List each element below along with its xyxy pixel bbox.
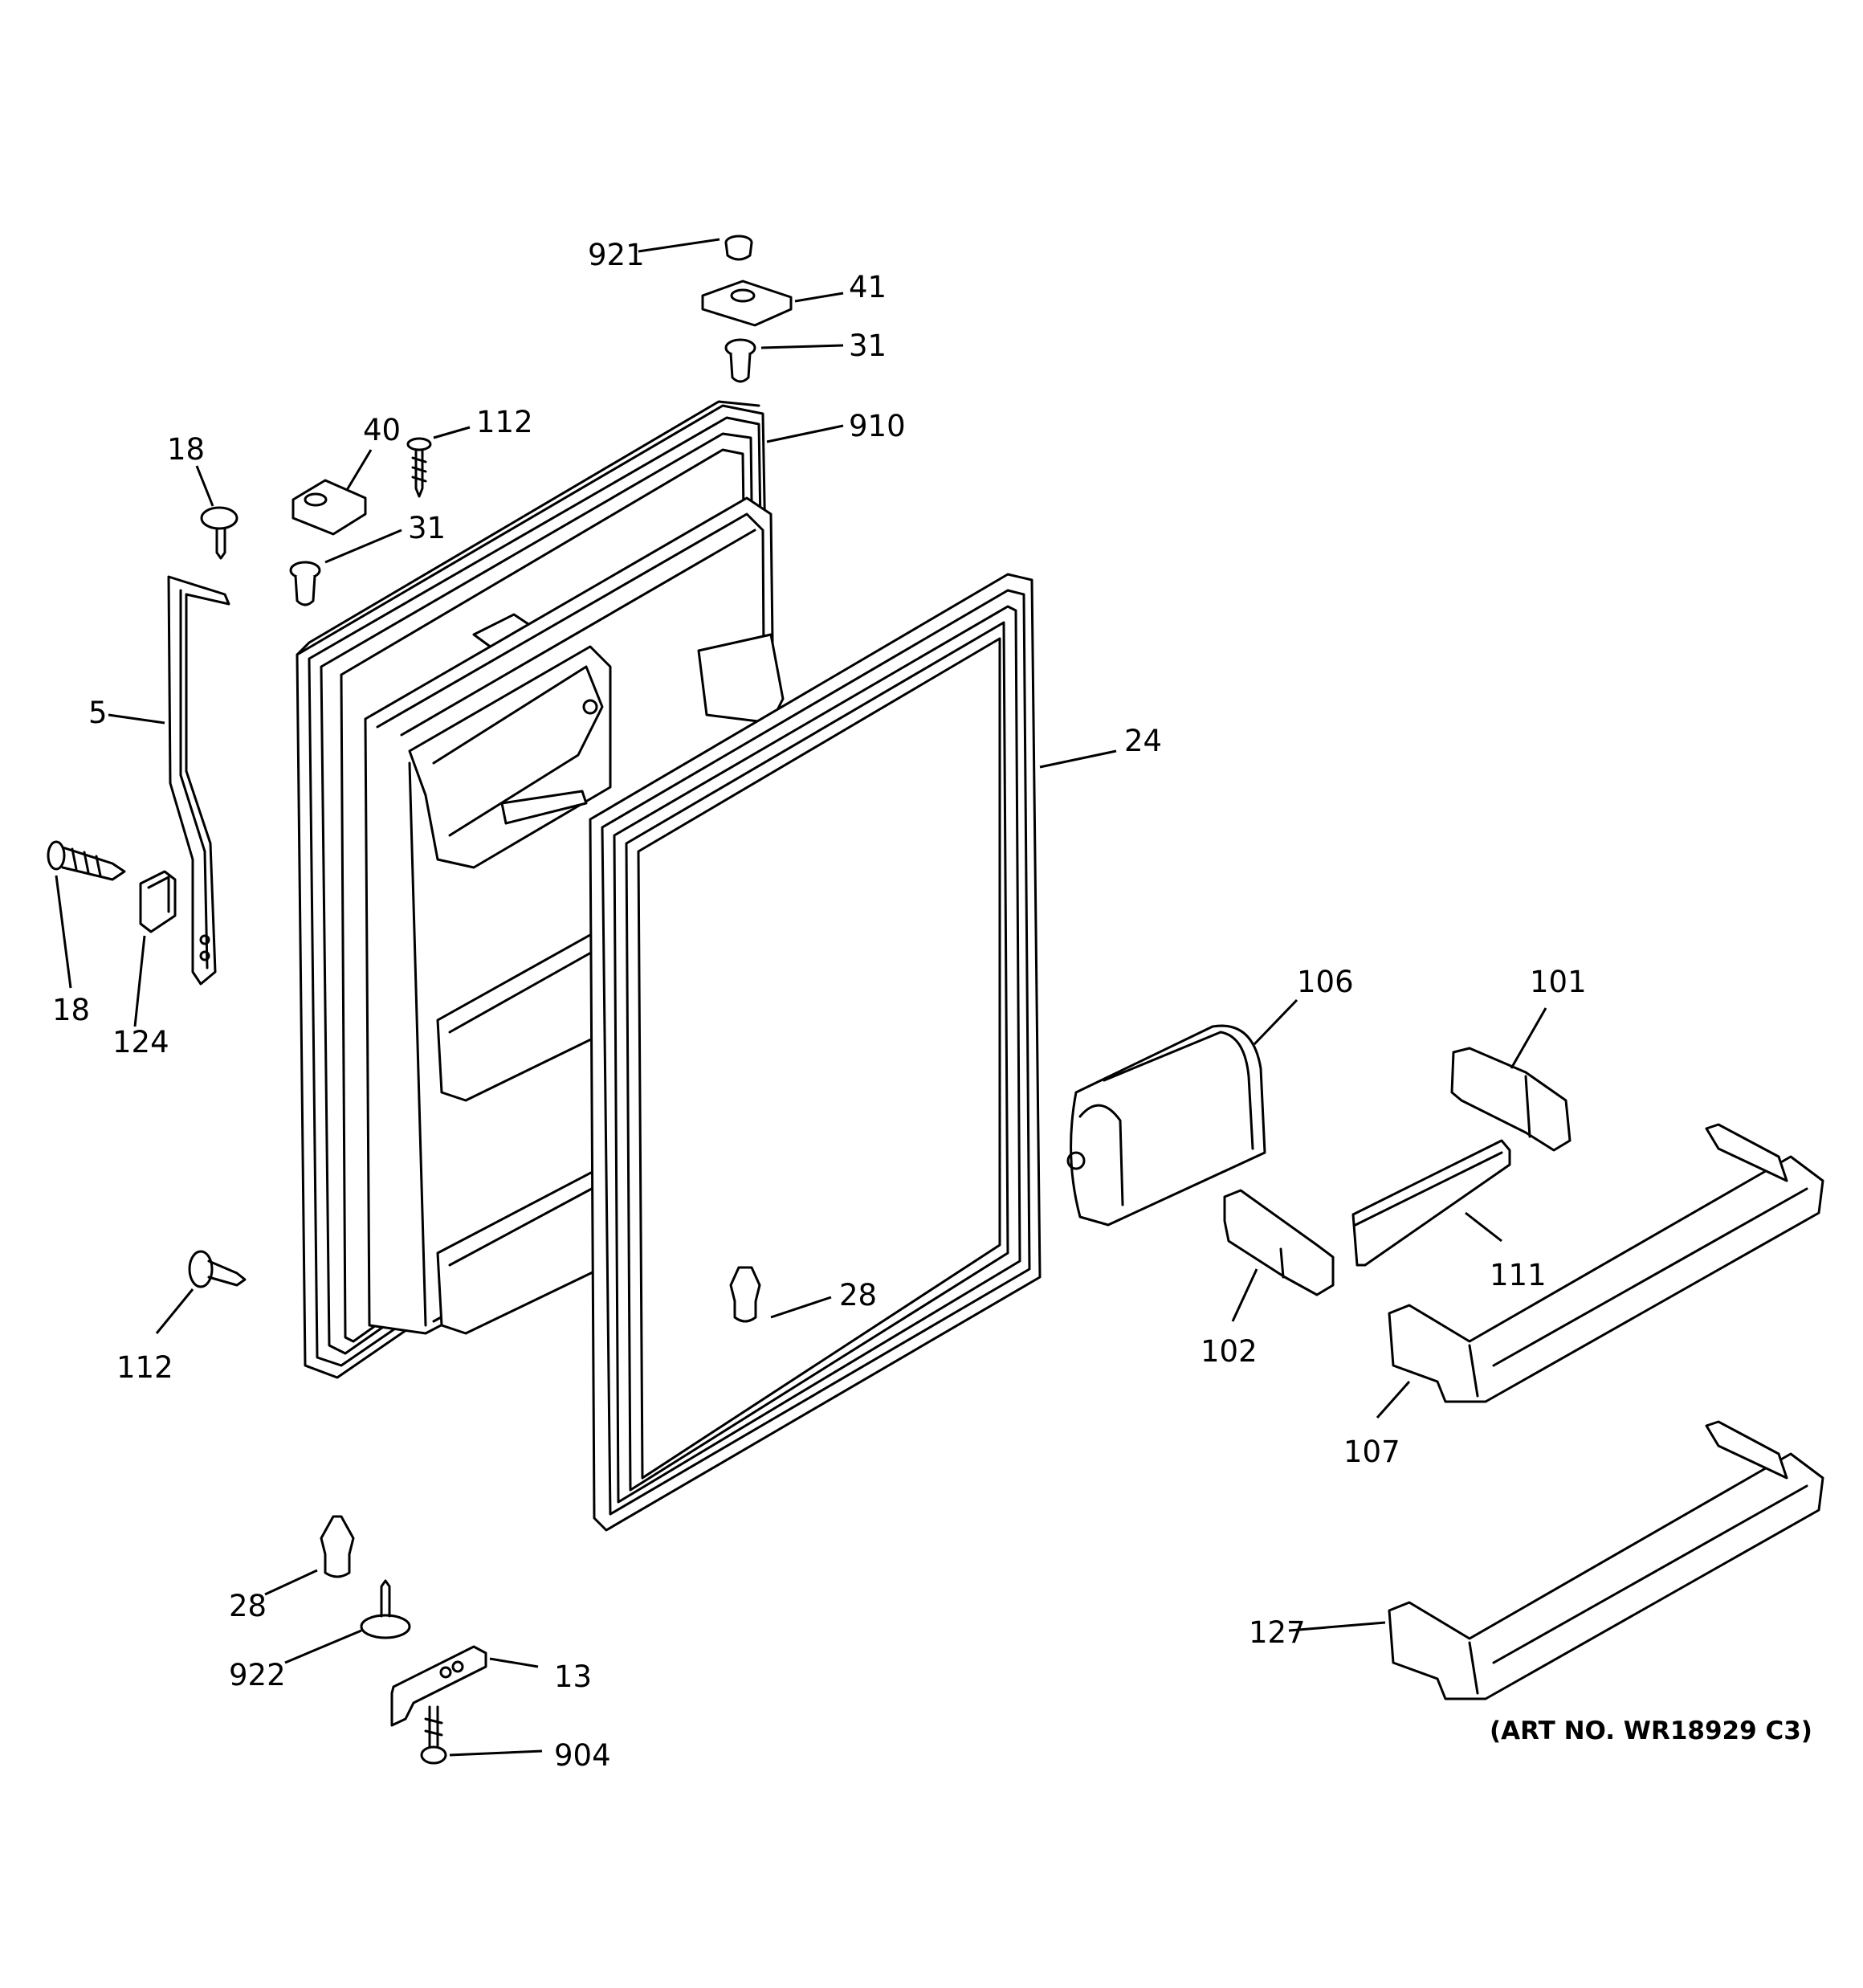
callout-28-mid: 28	[839, 1278, 877, 1312]
part-18-screw-top	[200, 506, 238, 560]
part-106-dairy-compartment	[1066, 1024, 1266, 1227]
callout-124: 124	[112, 1025, 169, 1059]
door-gasket-24	[589, 573, 1042, 1532]
part-112-screw-left	[188, 1250, 247, 1288]
callout-18-top: 18	[167, 432, 205, 467]
leader-lines	[55, 238, 1547, 1757]
callout-13: 13	[554, 1659, 592, 1694]
callout-40: 40	[363, 413, 401, 447]
art-number: (ART NO. WR18929 C3)	[1490, 1717, 1812, 1745]
callout-31-top: 31	[849, 329, 887, 363]
part-102-end-cap	[1223, 1189, 1335, 1296]
callout-102: 102	[1201, 1334, 1258, 1369]
callout-112-top: 112	[476, 405, 533, 439]
part-107-bin	[1388, 1123, 1824, 1403]
part-111-trim	[1351, 1139, 1511, 1267]
part-5-handle	[167, 575, 230, 986]
part-31-bushing-left	[289, 561, 321, 606]
callout-5: 5	[88, 696, 108, 730]
part-127-bin	[1388, 1420, 1824, 1700]
callout-910: 910	[849, 409, 906, 443]
callout-904: 904	[554, 1738, 611, 1773]
callout-101: 101	[1530, 965, 1587, 999]
part-101-end-cap	[1450, 1047, 1572, 1152]
part-31-bushing-top	[724, 338, 756, 383]
callout-112-left: 112	[116, 1350, 173, 1385]
callout-111: 111	[1490, 1258, 1547, 1292]
part-124-clip	[139, 870, 177, 933]
callout-labels: 921 41 31 910 112 40 18 31 5 24 18 124 1…	[52, 238, 1587, 1773]
callout-922: 922	[229, 1658, 286, 1692]
callout-41: 41	[849, 270, 887, 304]
callout-107: 107	[1343, 1435, 1400, 1469]
callout-28-bottom: 28	[229, 1589, 267, 1623]
part-904-screw	[420, 1705, 447, 1765]
callout-18-left: 18	[52, 993, 90, 1027]
callout-921: 921	[588, 238, 645, 272]
callout-106: 106	[1297, 965, 1354, 999]
part-41-hinge-cover	[701, 280, 793, 327]
callout-31-left: 31	[408, 511, 446, 545]
part-112-screw-top	[406, 437, 432, 498]
part-13-hinge-bracket	[390, 1645, 487, 1727]
part-40-hinge-cover	[291, 479, 367, 536]
callout-24: 24	[1124, 724, 1162, 758]
part-28-pin-bottom	[320, 1515, 355, 1578]
callout-127: 127	[1249, 1615, 1306, 1650]
part-28-pin-mid	[729, 1266, 761, 1323]
part-921-cap	[724, 235, 753, 261]
part-18-screw-left	[47, 840, 126, 881]
part-922-screw	[360, 1579, 411, 1639]
